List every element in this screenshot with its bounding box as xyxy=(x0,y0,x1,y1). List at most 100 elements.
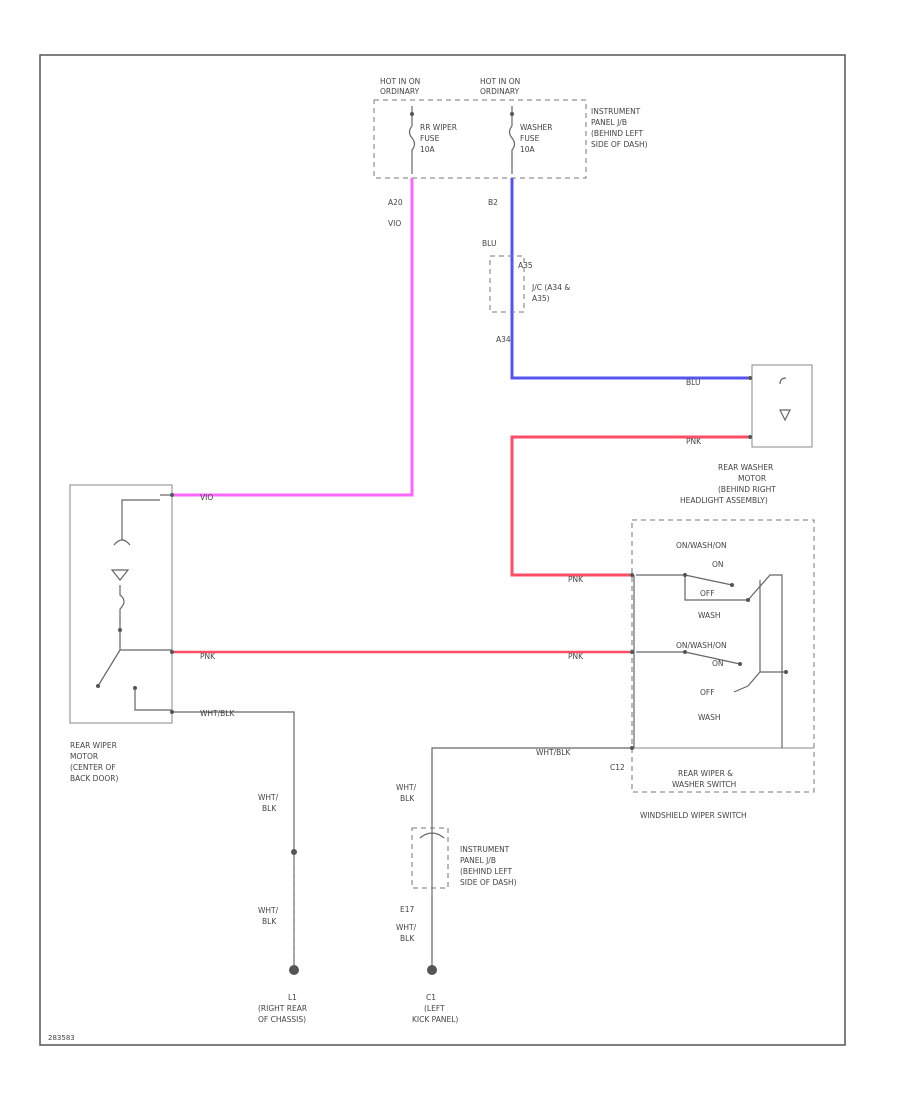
connector-ticks xyxy=(170,376,752,750)
wiper-motor-contact-dot-1 xyxy=(118,628,122,632)
wire-pnk-switch-mid-label: PNK xyxy=(568,652,584,661)
connector-b2: B2 xyxy=(488,198,498,207)
wiper-motor-ground-link xyxy=(134,688,172,711)
connector-c12: C12 xyxy=(610,763,625,772)
switch-assembly-label-2: WASHER SWITCH xyxy=(672,780,736,789)
ground-point-left xyxy=(427,965,437,975)
ground-splice-right xyxy=(291,849,297,855)
wire-wht-motor-label: WHT/BLK xyxy=(200,709,235,718)
rr-fuse-feed-dot xyxy=(410,112,414,116)
fuse-block-outline xyxy=(373,99,587,179)
jb-bottom-box xyxy=(411,827,449,889)
wire-pnk-switch-top-label: PNK xyxy=(568,575,584,584)
hot-left-line2: ORDINARY xyxy=(380,87,420,96)
wht-blk-2-line2: BLK xyxy=(262,917,277,926)
washer-fuse-feed-dot xyxy=(510,112,514,116)
wiper-motor-contact-dot-3 xyxy=(133,686,137,690)
violet-wire xyxy=(172,178,414,497)
ground-left-code: C1 xyxy=(426,993,436,1002)
tick-motor-wht xyxy=(170,710,174,714)
switch-title: WINDSHIELD WIPER SWITCH xyxy=(640,811,747,820)
ground-wire-right xyxy=(172,711,295,968)
switch-row1-off: OFF xyxy=(700,589,715,598)
ground-left-label-2: KICK PANEL) xyxy=(412,1015,458,1024)
wire-vio-motor-label: VIO xyxy=(200,493,213,502)
switch-row1-wash: WASH xyxy=(698,611,721,620)
wiper-motor-contact-dot-2 xyxy=(96,684,100,688)
wiper-motor-label-3: (CENTER OF xyxy=(70,763,116,772)
hot-right-line1: HOT IN ON xyxy=(480,77,520,86)
wiper-motor-feed xyxy=(121,499,160,540)
rr-wiper-fuse-word: FUSE xyxy=(420,134,440,143)
jb-bottom-label-3: (BEHIND LEFT xyxy=(460,867,513,876)
wire-pnk-motor-label: PNK xyxy=(200,652,216,661)
wire-pnk-pump-label: PNK xyxy=(686,437,702,446)
fuse-location-line1: INSTRUMENT xyxy=(591,107,641,116)
wht-blk-1-line1: WHT/ xyxy=(258,793,279,802)
tick-motor-pnk xyxy=(170,650,174,654)
wht-blk-3-line2: BLK xyxy=(400,794,415,803)
connector-a35-top: A35 xyxy=(518,261,533,270)
washer-motor: REAR WASHER MOTOR (BEHIND RIGHT HEADLIGH… xyxy=(680,364,813,505)
switch-row2-dot-2 xyxy=(738,662,742,666)
switch-row2-dot-1 xyxy=(683,650,687,654)
ground-right-code: L1 xyxy=(288,993,297,1002)
wiper-motor-arc-icon xyxy=(113,539,131,546)
washer-motor-label-1: REAR WASHER xyxy=(718,463,773,472)
ground-right-label-1: (RIGHT REAR xyxy=(258,1004,307,1013)
fuse-location-line2: PANEL J/B xyxy=(591,118,627,127)
switch-row2-contacts xyxy=(636,651,786,693)
switch-row1-dot-3 xyxy=(746,598,750,602)
footer-code: 283583 xyxy=(48,1034,75,1042)
wht-blk-4-line2: BLK xyxy=(400,934,415,943)
wiper-motor-symbol xyxy=(110,569,130,581)
switch-row2-on: ON xyxy=(712,659,724,668)
fuse-location-line3: (BEHIND LEFT xyxy=(591,129,644,138)
tick-pump-blu xyxy=(748,376,752,380)
washer-fuse-rating: 10A xyxy=(520,145,536,154)
wire-blu-down-label: BLU xyxy=(482,239,496,248)
switch-row2-wash: WASH xyxy=(698,713,721,722)
switch-row2-dot-3 xyxy=(784,670,788,674)
fuse-block: HOT IN ON ORDINARY HOT IN ON ORDINARY RR… xyxy=(373,77,648,179)
wire-wht-switch-label: WHT/BLK xyxy=(536,748,571,757)
switch-row2-on-wash-on: ON/WASH/ON xyxy=(676,641,727,650)
ground-right-label-2: OF CHASSIS) xyxy=(258,1015,306,1024)
washer-fuse-name: WASHER xyxy=(520,123,553,132)
blue-wire xyxy=(510,178,748,380)
switch-row1-dot-2 xyxy=(730,583,734,587)
rr-wiper-fuse-name: RR WIPER xyxy=(420,123,457,132)
fuse-location-line4: SIDE OF DASH) xyxy=(591,140,648,149)
hot-left-line1: HOT IN ON xyxy=(380,77,420,86)
switch-row1-on: ON xyxy=(712,560,724,569)
jb-bottom-label-2: PANEL J/B xyxy=(460,856,496,865)
wiper-motor-label-4: BACK DOOR) xyxy=(70,774,118,783)
connector-a20: A20 xyxy=(388,198,403,207)
wiper-motor: REAR WIPER MOTOR (CENTER OF BACK DOOR) xyxy=(69,484,173,783)
rr-wiper-fuse-rating: 10A xyxy=(420,145,436,154)
wht-blk-3-line1: WHT/ xyxy=(396,783,417,792)
washer-motor-icon xyxy=(779,377,791,422)
jb-bottom-label-1: INSTRUMENT xyxy=(460,845,510,854)
switch-assembly-label-1: REAR WIPER & xyxy=(678,769,733,778)
wht-blk-4-line1: WHT/ xyxy=(396,923,417,932)
washer-motor-label-4: HEADLIGHT ASSEMBLY) xyxy=(680,496,768,505)
wiper-motor-coil xyxy=(119,585,125,629)
connector-e17: E17 xyxy=(400,905,415,914)
switch-row1-dot-1 xyxy=(683,573,687,577)
wiper-motor-contact xyxy=(97,630,172,687)
jb-bottom-label-4: SIDE OF DASH) xyxy=(460,878,517,887)
washer-fuse-symbol xyxy=(508,125,516,174)
switch-row2-off: OFF xyxy=(700,688,715,697)
washer-motor-label-2: MOTOR xyxy=(738,474,766,483)
tick-switch-bottom xyxy=(630,746,634,750)
ground-left-label-1: (LEFT xyxy=(424,1004,445,1013)
ground-wire-left xyxy=(431,747,632,968)
junction-label-2: A35) xyxy=(532,294,550,303)
diagram-frame xyxy=(39,54,846,1046)
switch-outline xyxy=(631,519,815,793)
wiper-motor-box xyxy=(69,484,173,724)
rr-wiper-fuse-symbol xyxy=(408,125,416,174)
wire-blu-pump-label: BLU xyxy=(686,378,700,387)
